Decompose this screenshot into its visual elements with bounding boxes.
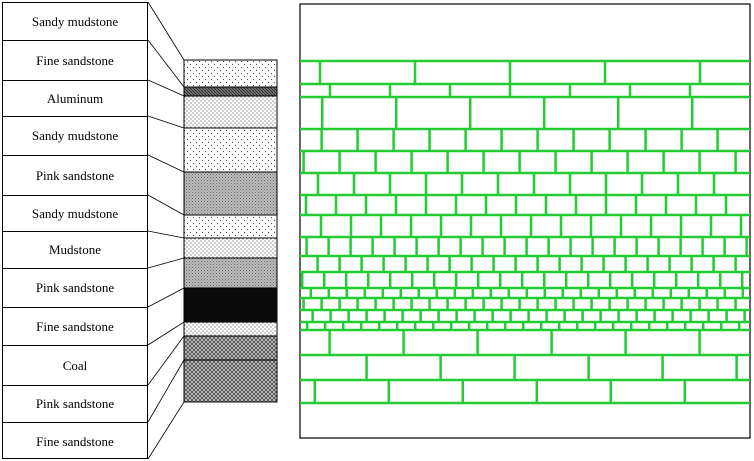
strata-layer xyxy=(183,95,278,129)
stratum-label: Mudstone xyxy=(3,232,147,269)
strata-layer xyxy=(183,257,278,289)
connector-line xyxy=(147,257,185,269)
model-frame xyxy=(299,3,751,439)
stratum-label: Pink sandstone xyxy=(3,386,147,423)
stratum-label: Sandy mudstone xyxy=(3,196,147,232)
connector-line xyxy=(147,287,185,308)
connector-line xyxy=(147,230,185,239)
strata-layer xyxy=(183,59,278,88)
connector-line xyxy=(147,194,185,216)
strata-layer xyxy=(183,287,278,323)
connector-line xyxy=(147,115,185,129)
stratum-label: Pink sandstone xyxy=(3,156,147,196)
stratum-label: Coal xyxy=(3,346,147,386)
stratum-label: Pink sandstone xyxy=(3,269,147,308)
strata-layer xyxy=(183,359,278,403)
connector-line xyxy=(147,79,185,97)
connector-line xyxy=(147,359,185,423)
connector-line xyxy=(147,154,185,173)
stratum-label: Sandy mudstone xyxy=(3,117,147,156)
strata-layer xyxy=(183,335,278,361)
connector-line xyxy=(147,1,185,61)
strata-layer xyxy=(183,171,278,216)
connector-line xyxy=(147,401,185,460)
connector-line xyxy=(147,321,185,346)
connector-line xyxy=(147,39,185,88)
stratum-label: Aluminum xyxy=(3,81,147,117)
stratum-label: Fine sandstone xyxy=(36,433,114,449)
stratum-label: Fine sandstone xyxy=(3,41,147,81)
stratum-label: Sandy mudstone xyxy=(3,3,147,41)
strata-layer xyxy=(183,127,278,173)
stratum-label: Fine sandstone xyxy=(3,308,147,346)
connector-line xyxy=(147,335,185,386)
